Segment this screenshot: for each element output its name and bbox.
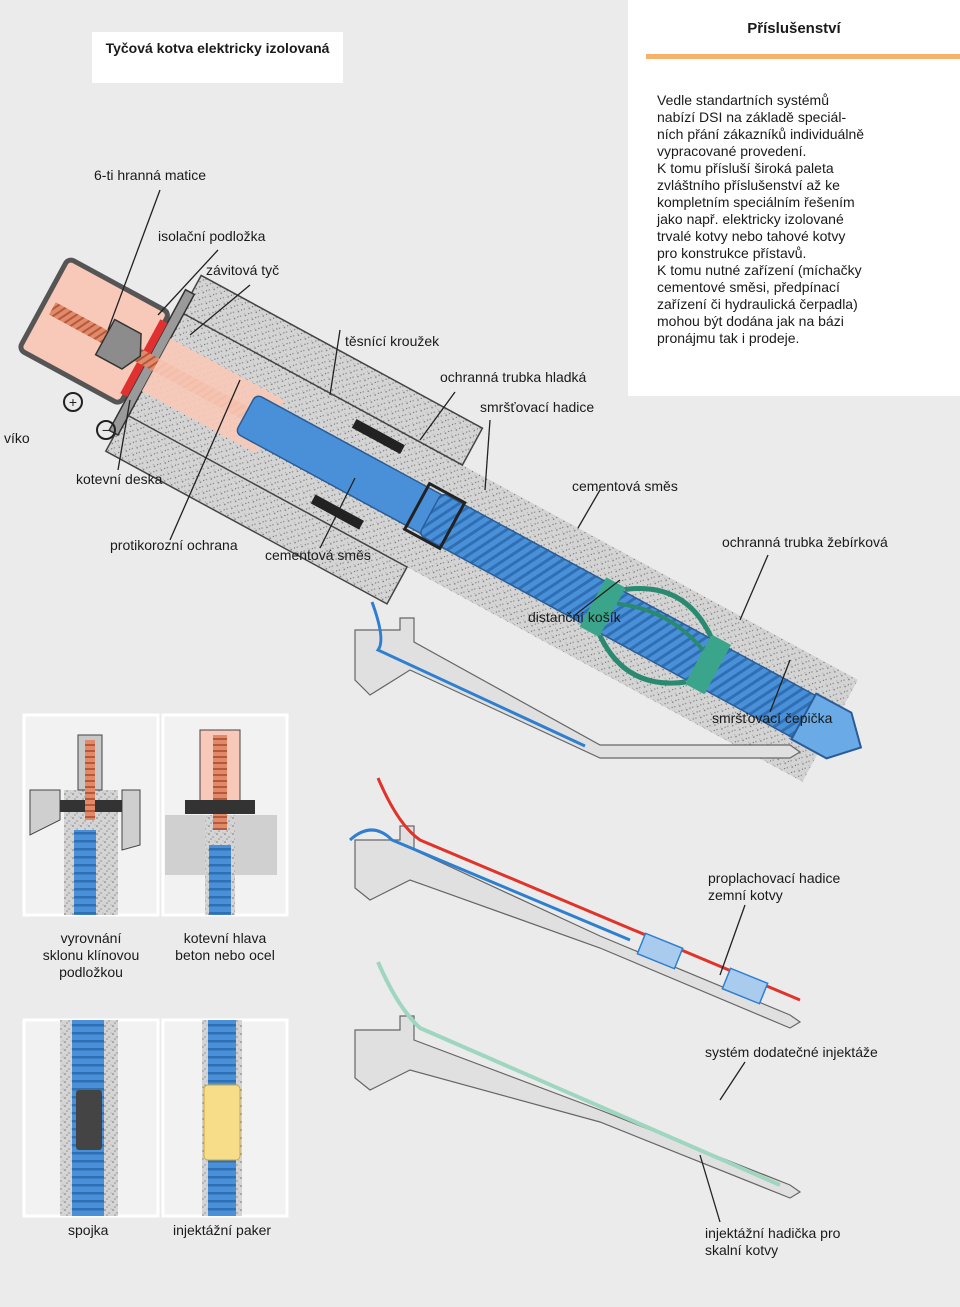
accent-bar	[646, 54, 960, 59]
shrink-cap-shape	[790, 692, 863, 760]
label-spacer-basket: distanční košík	[528, 609, 621, 625]
label-threaded-bar: závitová tyč	[206, 262, 280, 278]
accessories-heading: Příslušenství	[747, 20, 841, 37]
detail-wedge-washer	[22, 713, 160, 917]
drill-rod-3	[354, 961, 802, 1199]
label-seal-ring: těsnící kroužek	[345, 333, 440, 349]
seal-ring-upper	[351, 418, 405, 454]
plus-sign-text: +	[69, 394, 77, 410]
label-hex-nut: 6-ti hranná matice	[94, 167, 207, 183]
minus-sign-text: −	[102, 422, 110, 438]
label-insulating-washer: isolační podložka	[158, 228, 266, 244]
shrink-hose-shape	[402, 481, 467, 551]
label-smooth-tube: ochranná trubka hladká	[440, 369, 587, 385]
drill-rod-2	[348, 777, 802, 1029]
detail-anchor-head	[161, 713, 289, 917]
drill-leaders	[699, 904, 746, 1223]
plus-symbol	[63, 392, 83, 412]
label-shrink-cap: smršťovací čepička	[712, 710, 833, 726]
hex-nut-shape	[94, 318, 142, 370]
label-grout-2: cementová směs	[265, 547, 371, 563]
accessories-text: Vedle standartních systémů nabízí DSI na…	[657, 92, 865, 346]
drill-rod-1	[354, 601, 802, 759]
label-coupler: spojka	[68, 1222, 109, 1238]
spacer-basket-shape	[579, 577, 732, 695]
main-anchor	[18, 257, 863, 782]
label-packer: injektážní paker	[173, 1222, 272, 1238]
label-corrosion-protection: protikorozní ochrana	[110, 537, 238, 553]
leader-lines	[107, 189, 791, 713]
label-rock-grout-hose: injektážní hadička pro skalní kotvy	[705, 1225, 841, 1258]
label-post-grouting: systém dodatečné injektáže	[705, 1044, 878, 1060]
label-anchor-head: kotevní hlava beton nebo ocel	[175, 930, 275, 963]
label-cover: víko	[4, 430, 30, 446]
label-ribbed-tube: ochranná trubka žebírková	[722, 534, 888, 550]
label-grout-1: cementová směs	[572, 478, 678, 494]
label-wedge-washer: vyrovnání sklonu klínovou podložkou	[42, 930, 140, 980]
diagram-title: Tyčová kotva elektricky izolovaná	[92, 32, 343, 83]
detail-coupler	[22, 1018, 160, 1218]
minus-symbol	[96, 420, 116, 440]
accessories-panel: Příslušenství Vedle standartních systémů…	[628, 0, 960, 396]
label-anchor-plate: kotevní deska	[76, 471, 163, 487]
label-flush-hose: proplachovací hadice zemní kotvy	[708, 870, 841, 903]
detail-packer	[161, 1018, 289, 1218]
label-shrink-hose: smršťovací hadice	[480, 399, 595, 415]
